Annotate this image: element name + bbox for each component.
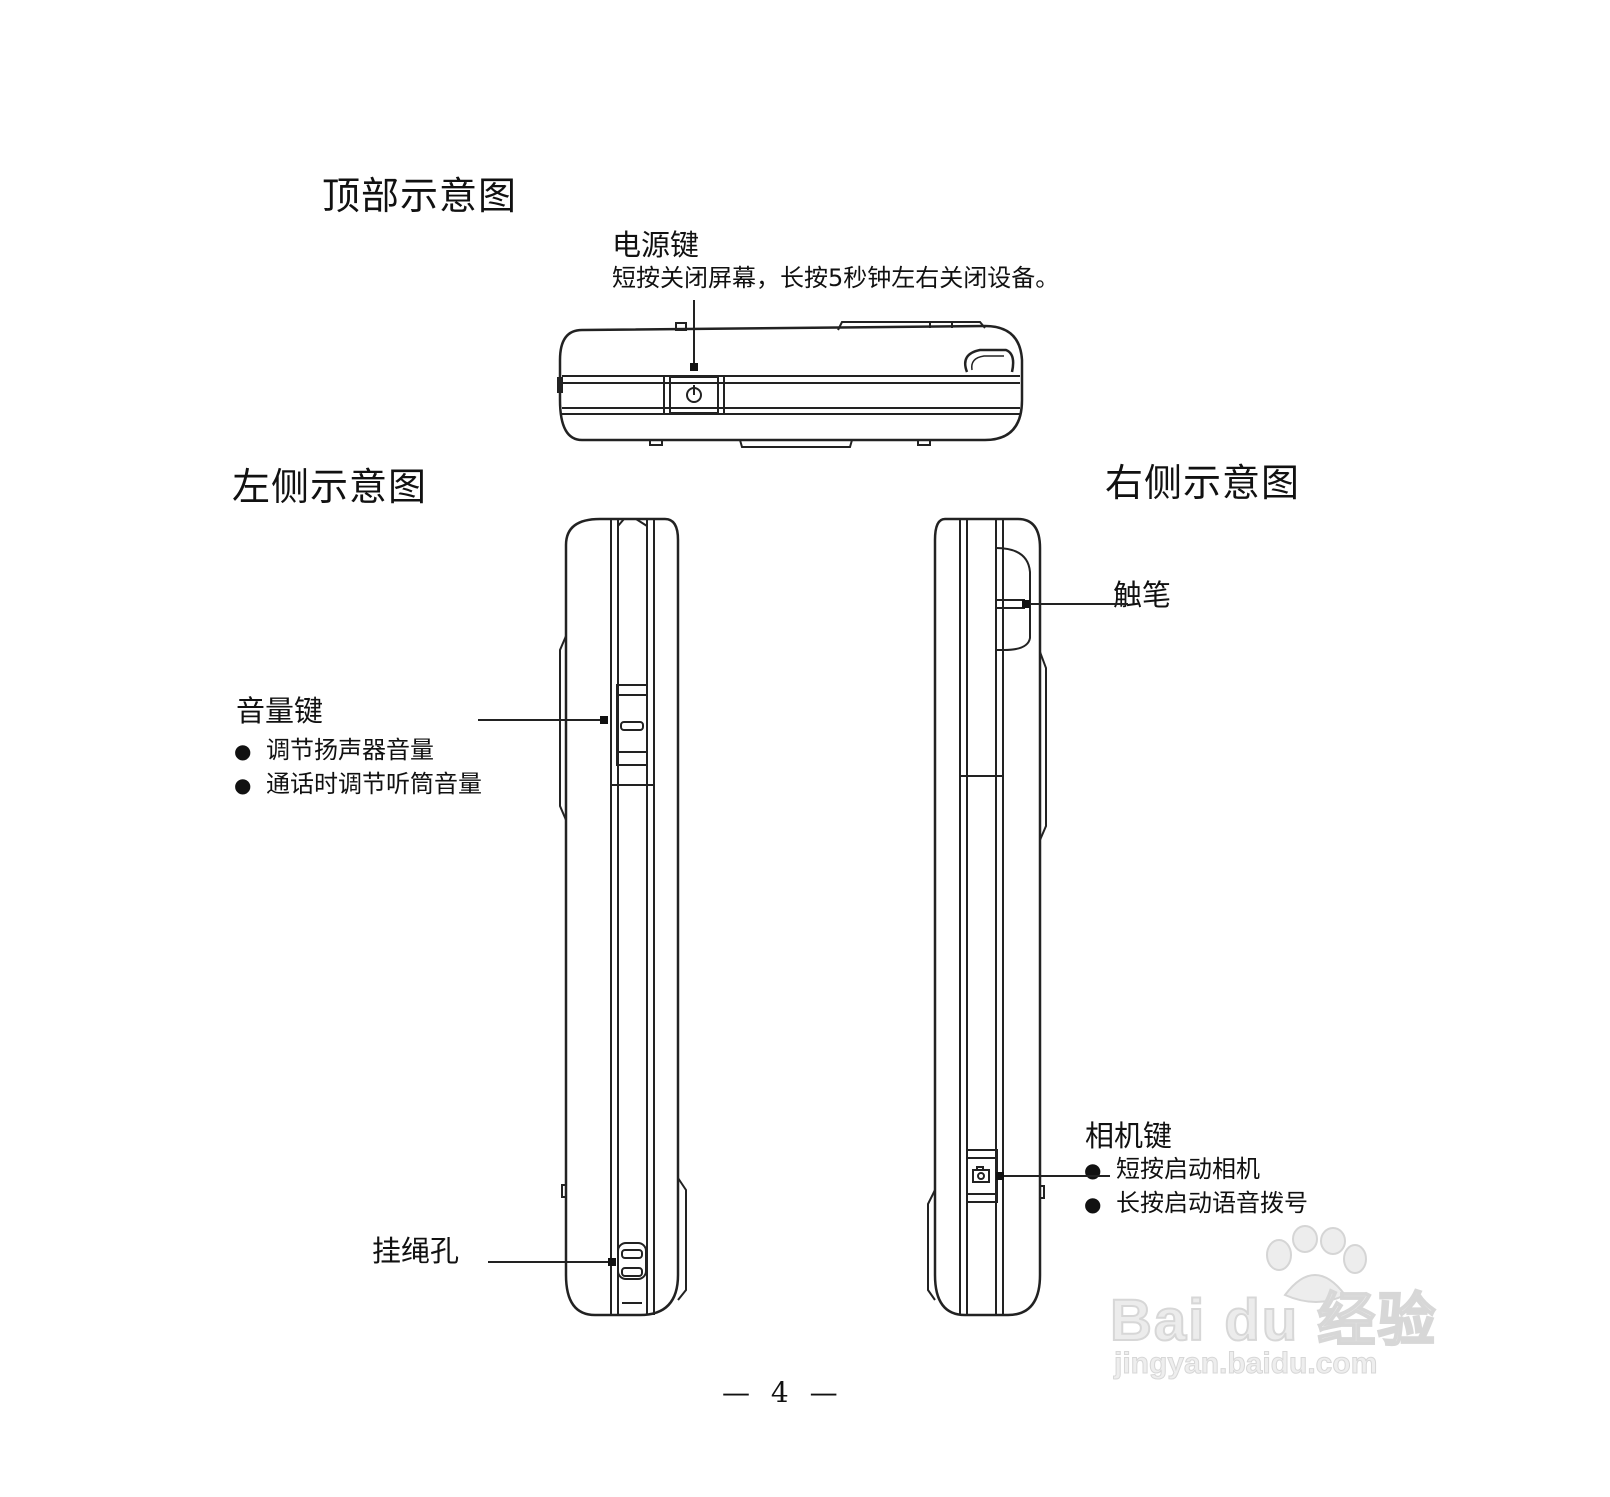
leader-marker — [690, 363, 698, 371]
paw-logo-icon — [1266, 1225, 1367, 1303]
leader-marker — [1022, 600, 1030, 608]
camera-key-label: 相机键 — [1085, 1119, 1173, 1153]
leader-marker — [608, 1258, 616, 1266]
power-key-label: 电源键 — [612, 228, 700, 262]
volume-key-label: 音量键 — [236, 694, 324, 728]
camera-key-bullets: 短按启动相机 长按启动语音拨号 — [1084, 1152, 1308, 1220]
camera-icon — [972, 1166, 990, 1183]
power-key-desc: 短按关闭屏幕，长按5秒钟左右关闭设备。 — [612, 264, 1060, 292]
leader-marker — [996, 1172, 1004, 1180]
right-view-title: 右侧示意图 — [1105, 461, 1301, 505]
left-view-title: 左侧示意图 — [232, 465, 428, 509]
watermark-brand: Bai du 经验 — [1109, 1287, 1438, 1354]
list-item: 短按启动相机 — [1084, 1152, 1308, 1186]
baidu-watermark: Bai du 经验 jingyan.baidu.com — [1109, 1225, 1480, 1395]
strap-hole-label: 挂绳孔 — [372, 1234, 460, 1268]
list-item: 调节扬声器音量 — [234, 733, 482, 767]
page-number: — 4 — — [722, 1376, 844, 1409]
left-view-device — [559, 517, 687, 1317]
volume-key-bullets: 调节扬声器音量 通话时调节听筒音量 — [234, 733, 482, 801]
top-view-device — [557, 321, 1024, 448]
list-item: 通话时调节听筒音量 — [234, 767, 482, 801]
right-view-device — [927, 517, 1047, 1317]
leader-marker — [600, 716, 608, 724]
watermark-url: jingyan.baidu.com — [1113, 1347, 1378, 1381]
power-icon — [686, 385, 702, 403]
top-view-title: 顶部示意图 — [322, 174, 518, 218]
stylus-label: 触笔 — [1113, 578, 1172, 612]
list-item: 长按启动语音拨号 — [1084, 1186, 1308, 1220]
